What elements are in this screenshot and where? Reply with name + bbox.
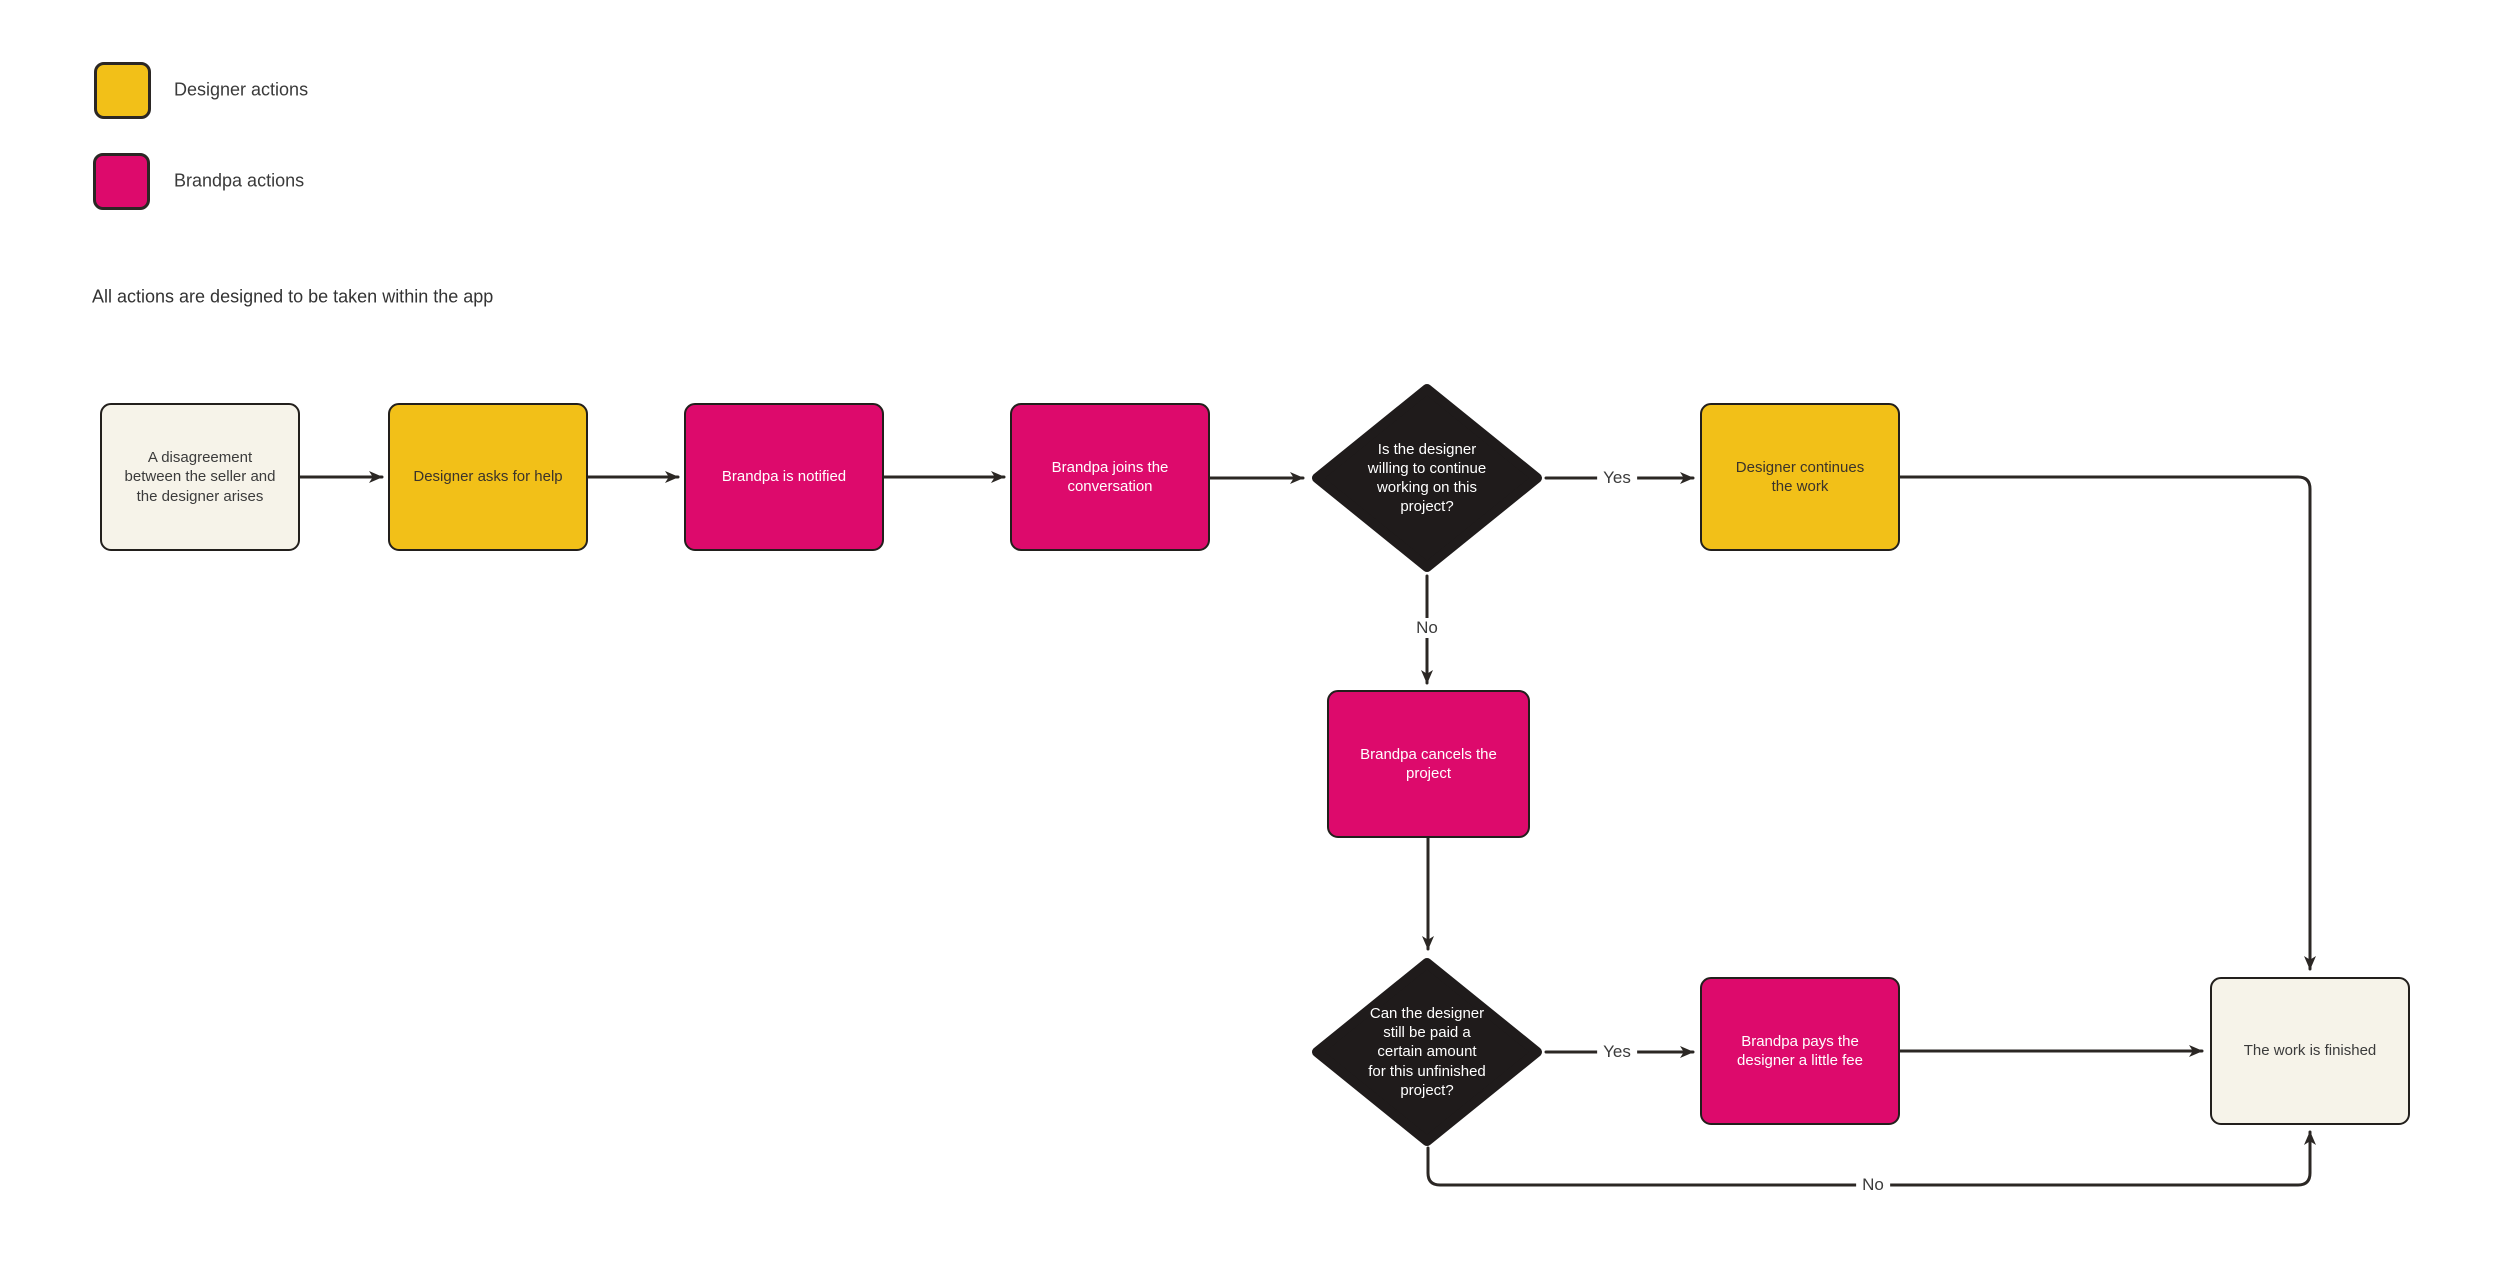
connector-continues-finished <box>1898 475 2316 971</box>
edge-label-yes-continue: Yes <box>1597 468 1637 488</box>
node-disagreement-arises: A disagreement between the seller and th… <box>100 403 300 551</box>
node-label: The work is finished <box>2243 1042 2377 1060</box>
node-label: Brandpa pays the designer a little fee <box>1737 1032 1863 1069</box>
decision-label: Is the designer willing to continue work… <box>1367 440 1487 516</box>
node-brandpa-joins: Brandpa joins the conversation <box>1010 403 1210 551</box>
legend-brandpa-swatch <box>93 153 150 210</box>
node-work-finished: The work is finished <box>2210 977 2410 1125</box>
legend-note: All actions are designed to be taken wit… <box>92 286 494 307</box>
node-label: Designer asks for help <box>413 468 563 486</box>
node-designer-continues: Designer continues the work <box>1700 403 1900 551</box>
node-label: Designer continues the work <box>1735 458 1865 495</box>
decision-designer-willing: Is the designer willing to continue work… <box>1310 382 1544 574</box>
legend-brandpa-label: Brandpa actions <box>174 170 305 191</box>
diamond-shape-icon <box>1312 384 1542 572</box>
node-label: A disagreement between the seller and th… <box>124 449 276 505</box>
decision-label: Can the designer still be paid a certain… <box>1368 1005 1486 1099</box>
node-brandpa-cancels: Brandpa cancels the project <box>1327 690 1530 838</box>
legend-designer-swatch <box>94 62 151 119</box>
node-brandpa-notified: Brandpa is notified <box>684 403 884 551</box>
node-designer-asks-help: Designer asks for help <box>388 403 588 551</box>
diamond-shape-icon <box>1312 958 1542 1146</box>
edge-label-yes-pay: Yes <box>1597 1042 1637 1062</box>
node-label: Brandpa is notified <box>721 468 847 486</box>
edge-label-no-cancel: No <box>1410 618 1444 638</box>
decision-designer-paid: Can the designer still be paid a certain… <box>1310 956 1544 1148</box>
legend-designer-label: Designer actions <box>174 79 309 100</box>
edge-label-no-finished: No <box>1856 1175 1890 1195</box>
node-label: Brandpa cancels the project <box>1360 745 1497 782</box>
node-label: Brandpa joins the conversation <box>1051 458 1169 495</box>
node-brandpa-pays-fee: Brandpa pays the designer a little fee <box>1700 977 1900 1125</box>
